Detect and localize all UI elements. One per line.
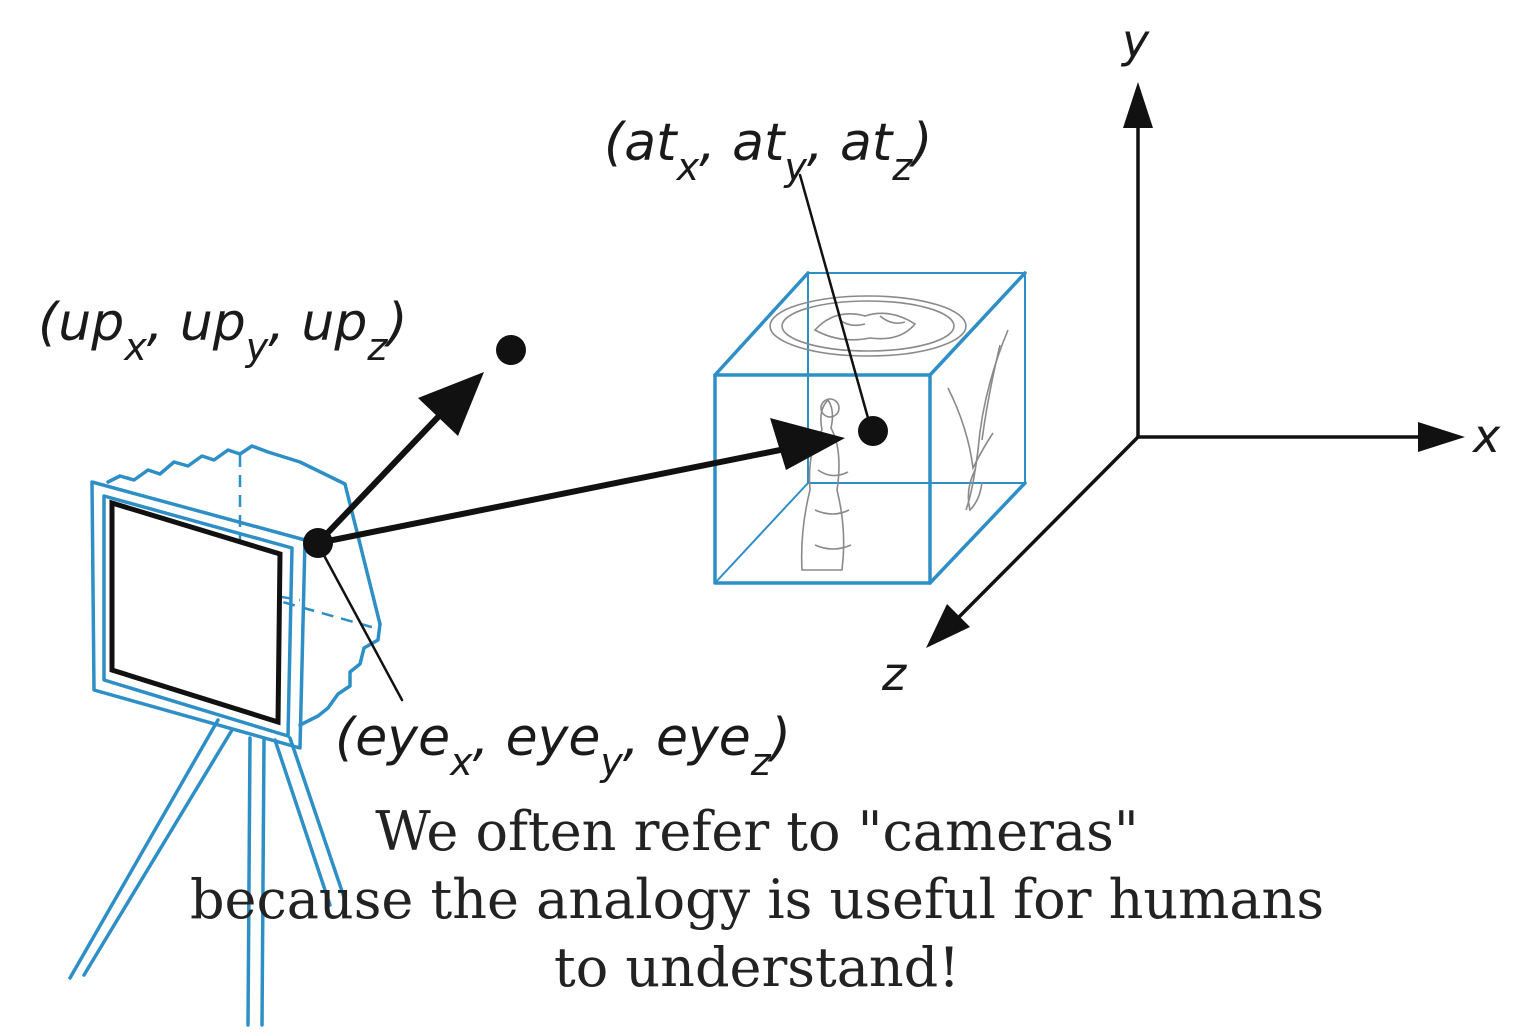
eye-to-at-arrowhead bbox=[770, 418, 845, 470]
tripod-leg-middle-inner bbox=[260, 738, 266, 1027]
y-axis-arrowhead bbox=[1123, 82, 1153, 128]
eye-to-up-arrowhead bbox=[418, 372, 484, 436]
eye-point bbox=[303, 528, 333, 558]
z-axis-label: z bbox=[881, 647, 907, 701]
up-point bbox=[496, 335, 526, 365]
y-axis-label: y bbox=[1120, 14, 1150, 68]
camera bbox=[68, 444, 382, 1027]
z-axis-line bbox=[956, 435, 1140, 620]
world-axes: y x z bbox=[881, 14, 1501, 701]
eye-to-at-arrow bbox=[315, 445, 793, 546]
view-vectors bbox=[303, 173, 888, 702]
tripod-leg-middle bbox=[246, 736, 252, 1027]
cube-front-face bbox=[713, 373, 932, 585]
camera-front-frame-inner bbox=[102, 494, 294, 738]
tripod-leg-right bbox=[273, 738, 332, 907]
cube-back-face bbox=[807, 272, 1026, 484]
up-label: (upx, upy, upz) bbox=[38, 293, 408, 369]
tripod-leg-left bbox=[68, 718, 220, 980]
caption: We often refer to "cameras" because the … bbox=[190, 800, 1324, 999]
caption-line-1: We often refer to "cameras" bbox=[375, 800, 1138, 863]
cube-edge bbox=[928, 271, 1027, 377]
bird-art bbox=[947, 329, 1009, 512]
cube-edge bbox=[713, 271, 810, 377]
tripod-leg-left-inner bbox=[82, 728, 234, 977]
x-axis-arrowhead bbox=[1418, 422, 1465, 452]
at-point bbox=[858, 416, 888, 446]
eye-leader-line bbox=[318, 546, 404, 702]
medallion-art bbox=[769, 295, 967, 357]
camera-bellows-top bbox=[106, 444, 347, 486]
eye-label: (eyex, eyey, eyez) bbox=[335, 708, 791, 784]
eye-to-up-arrow bbox=[315, 412, 443, 546]
cube-edge bbox=[714, 482, 809, 584]
at-label: (atx, aty, atz) bbox=[604, 113, 932, 189]
tripod-leg-right-inner bbox=[288, 736, 347, 902]
cube-edge bbox=[928, 481, 1027, 585]
statue-art bbox=[800, 398, 852, 571]
caption-line-3: to understand! bbox=[554, 936, 960, 999]
z-axis-arrowhead bbox=[926, 604, 970, 648]
at-leader-line bbox=[798, 173, 870, 420]
caption-line-2: because the analogy is useful for humans bbox=[190, 868, 1324, 931]
scene-cube bbox=[713, 271, 1027, 585]
camera-screen bbox=[109, 499, 283, 726]
camera-front-frame bbox=[90, 480, 307, 750]
x-axis-label: x bbox=[1471, 409, 1501, 463]
